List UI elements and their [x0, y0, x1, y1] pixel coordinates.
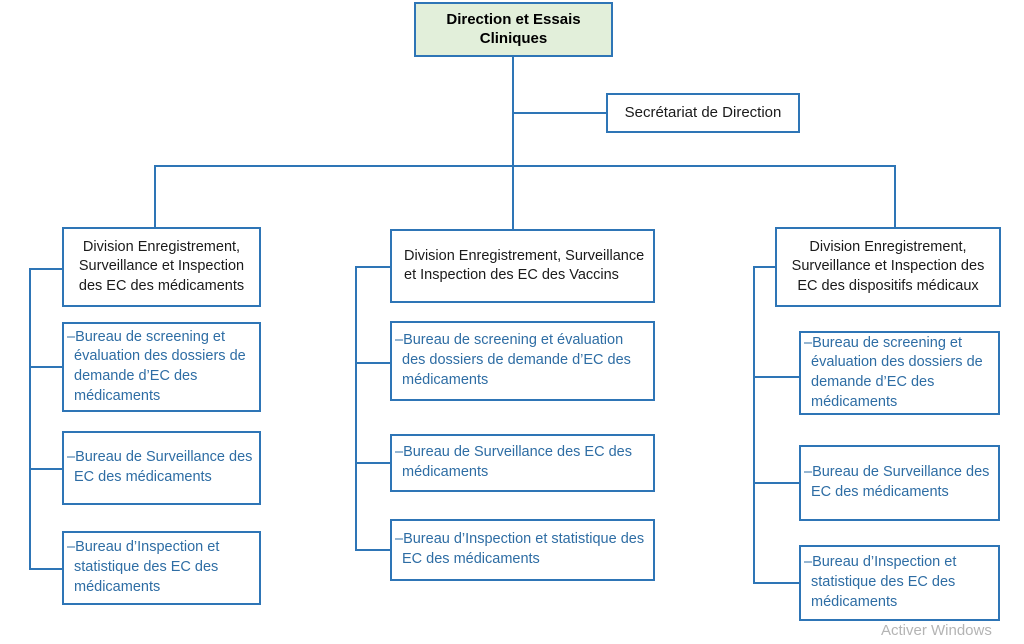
connector-stub-1-3: [29, 568, 63, 570]
connector-drop-division-1: [154, 165, 156, 227]
windows-activation-watermark: Activer Windows: [881, 622, 992, 639]
connector-stub-1-0: [29, 268, 63, 270]
node-bureau-1-2-label: –Bureau de Surveillance des EC des médic…: [67, 449, 253, 485]
connector-division-bus: [154, 165, 896, 167]
node-bureau-1-3[interactable]: –Bureau d’Inspection et statistique des …: [62, 531, 261, 605]
node-division-3-label: Division Enregistrement, Surveillance et…: [791, 239, 985, 294]
connector-stub-1-2: [29, 468, 63, 470]
node-division-1[interactable]: Division Enregistrement, Surveillance et…: [62, 227, 261, 307]
node-division-2-label: Division Enregistrement, Surveillance et…: [404, 247, 645, 283]
connector-stub-3-1: [753, 376, 800, 378]
node-bureau-1-1[interactable]: –Bureau de screening et évaluation des d…: [62, 322, 261, 412]
connector-stub-2-1: [355, 362, 391, 364]
node-bureau-2-1-label: –Bureau de screening et évaluation des d…: [395, 332, 631, 388]
node-secretariat[interactable]: Secrétariat de Direction: [606, 93, 800, 133]
connector-secretariat: [512, 112, 608, 114]
connector-stub-1-1: [29, 366, 63, 368]
node-secretariat-label: Secrétariat de Direction: [624, 104, 782, 122]
node-root-label: Direction et Essais Cliniques: [446, 10, 581, 47]
connector-spine-column-2: [355, 266, 357, 551]
node-bureau-1-1-label: –Bureau de screening et évaluation des d…: [67, 328, 246, 404]
connector-spine-column-1: [29, 268, 31, 570]
connector-stub-2-3: [355, 549, 391, 551]
node-bureau-3-2[interactable]: –Bureau de Surveillance des EC des médic…: [799, 445, 1000, 521]
node-bureau-1-2[interactable]: –Bureau de Surveillance des EC des médic…: [62, 431, 261, 505]
node-bureau-3-2-label: –Bureau de Surveillance des EC des médic…: [804, 464, 990, 500]
node-division-2[interactable]: Division Enregistrement, Surveillance et…: [390, 229, 655, 303]
node-bureau-2-3[interactable]: –Bureau d’Inspection et statistique des …: [390, 519, 655, 581]
node-bureau-2-1[interactable]: –Bureau de screening et évaluation des d…: [390, 321, 655, 401]
node-bureau-2-2-label: –Bureau de Surveillance des EC des médic…: [395, 444, 632, 480]
connector-spine-column-3: [753, 266, 755, 584]
node-bureau-3-1[interactable]: –Bureau de screening et évaluation des d…: [799, 331, 1000, 415]
node-bureau-3-1-label: –Bureau de screening et évaluation des d…: [804, 334, 983, 410]
node-bureau-3-3-label: –Bureau d’Inspection et statistique des …: [804, 554, 957, 610]
connector-drop-division-2: [512, 165, 514, 229]
connector-drop-division-3: [894, 165, 896, 227]
node-bureau-2-2[interactable]: –Bureau de Surveillance des EC des médic…: [390, 434, 655, 492]
connector-stub-2-2: [355, 462, 391, 464]
connector-stub-2-0: [355, 266, 391, 268]
node-bureau-3-3[interactable]: –Bureau d’Inspection et statistique des …: [799, 545, 1000, 621]
node-bureau-2-3-label: –Bureau d’Inspection et statistique des …: [395, 531, 645, 567]
node-root[interactable]: Direction et Essais Cliniques: [414, 2, 613, 57]
node-division-3[interactable]: Division Enregistrement, Surveillance et…: [775, 227, 1001, 307]
node-division-1-label: Division Enregistrement, Surveillance et…: [78, 239, 245, 294]
connector-stub-3-2: [753, 482, 800, 484]
node-bureau-1-3-label: –Bureau d’Inspection et statistique des …: [67, 539, 220, 595]
connector-stub-3-3: [753, 582, 800, 584]
